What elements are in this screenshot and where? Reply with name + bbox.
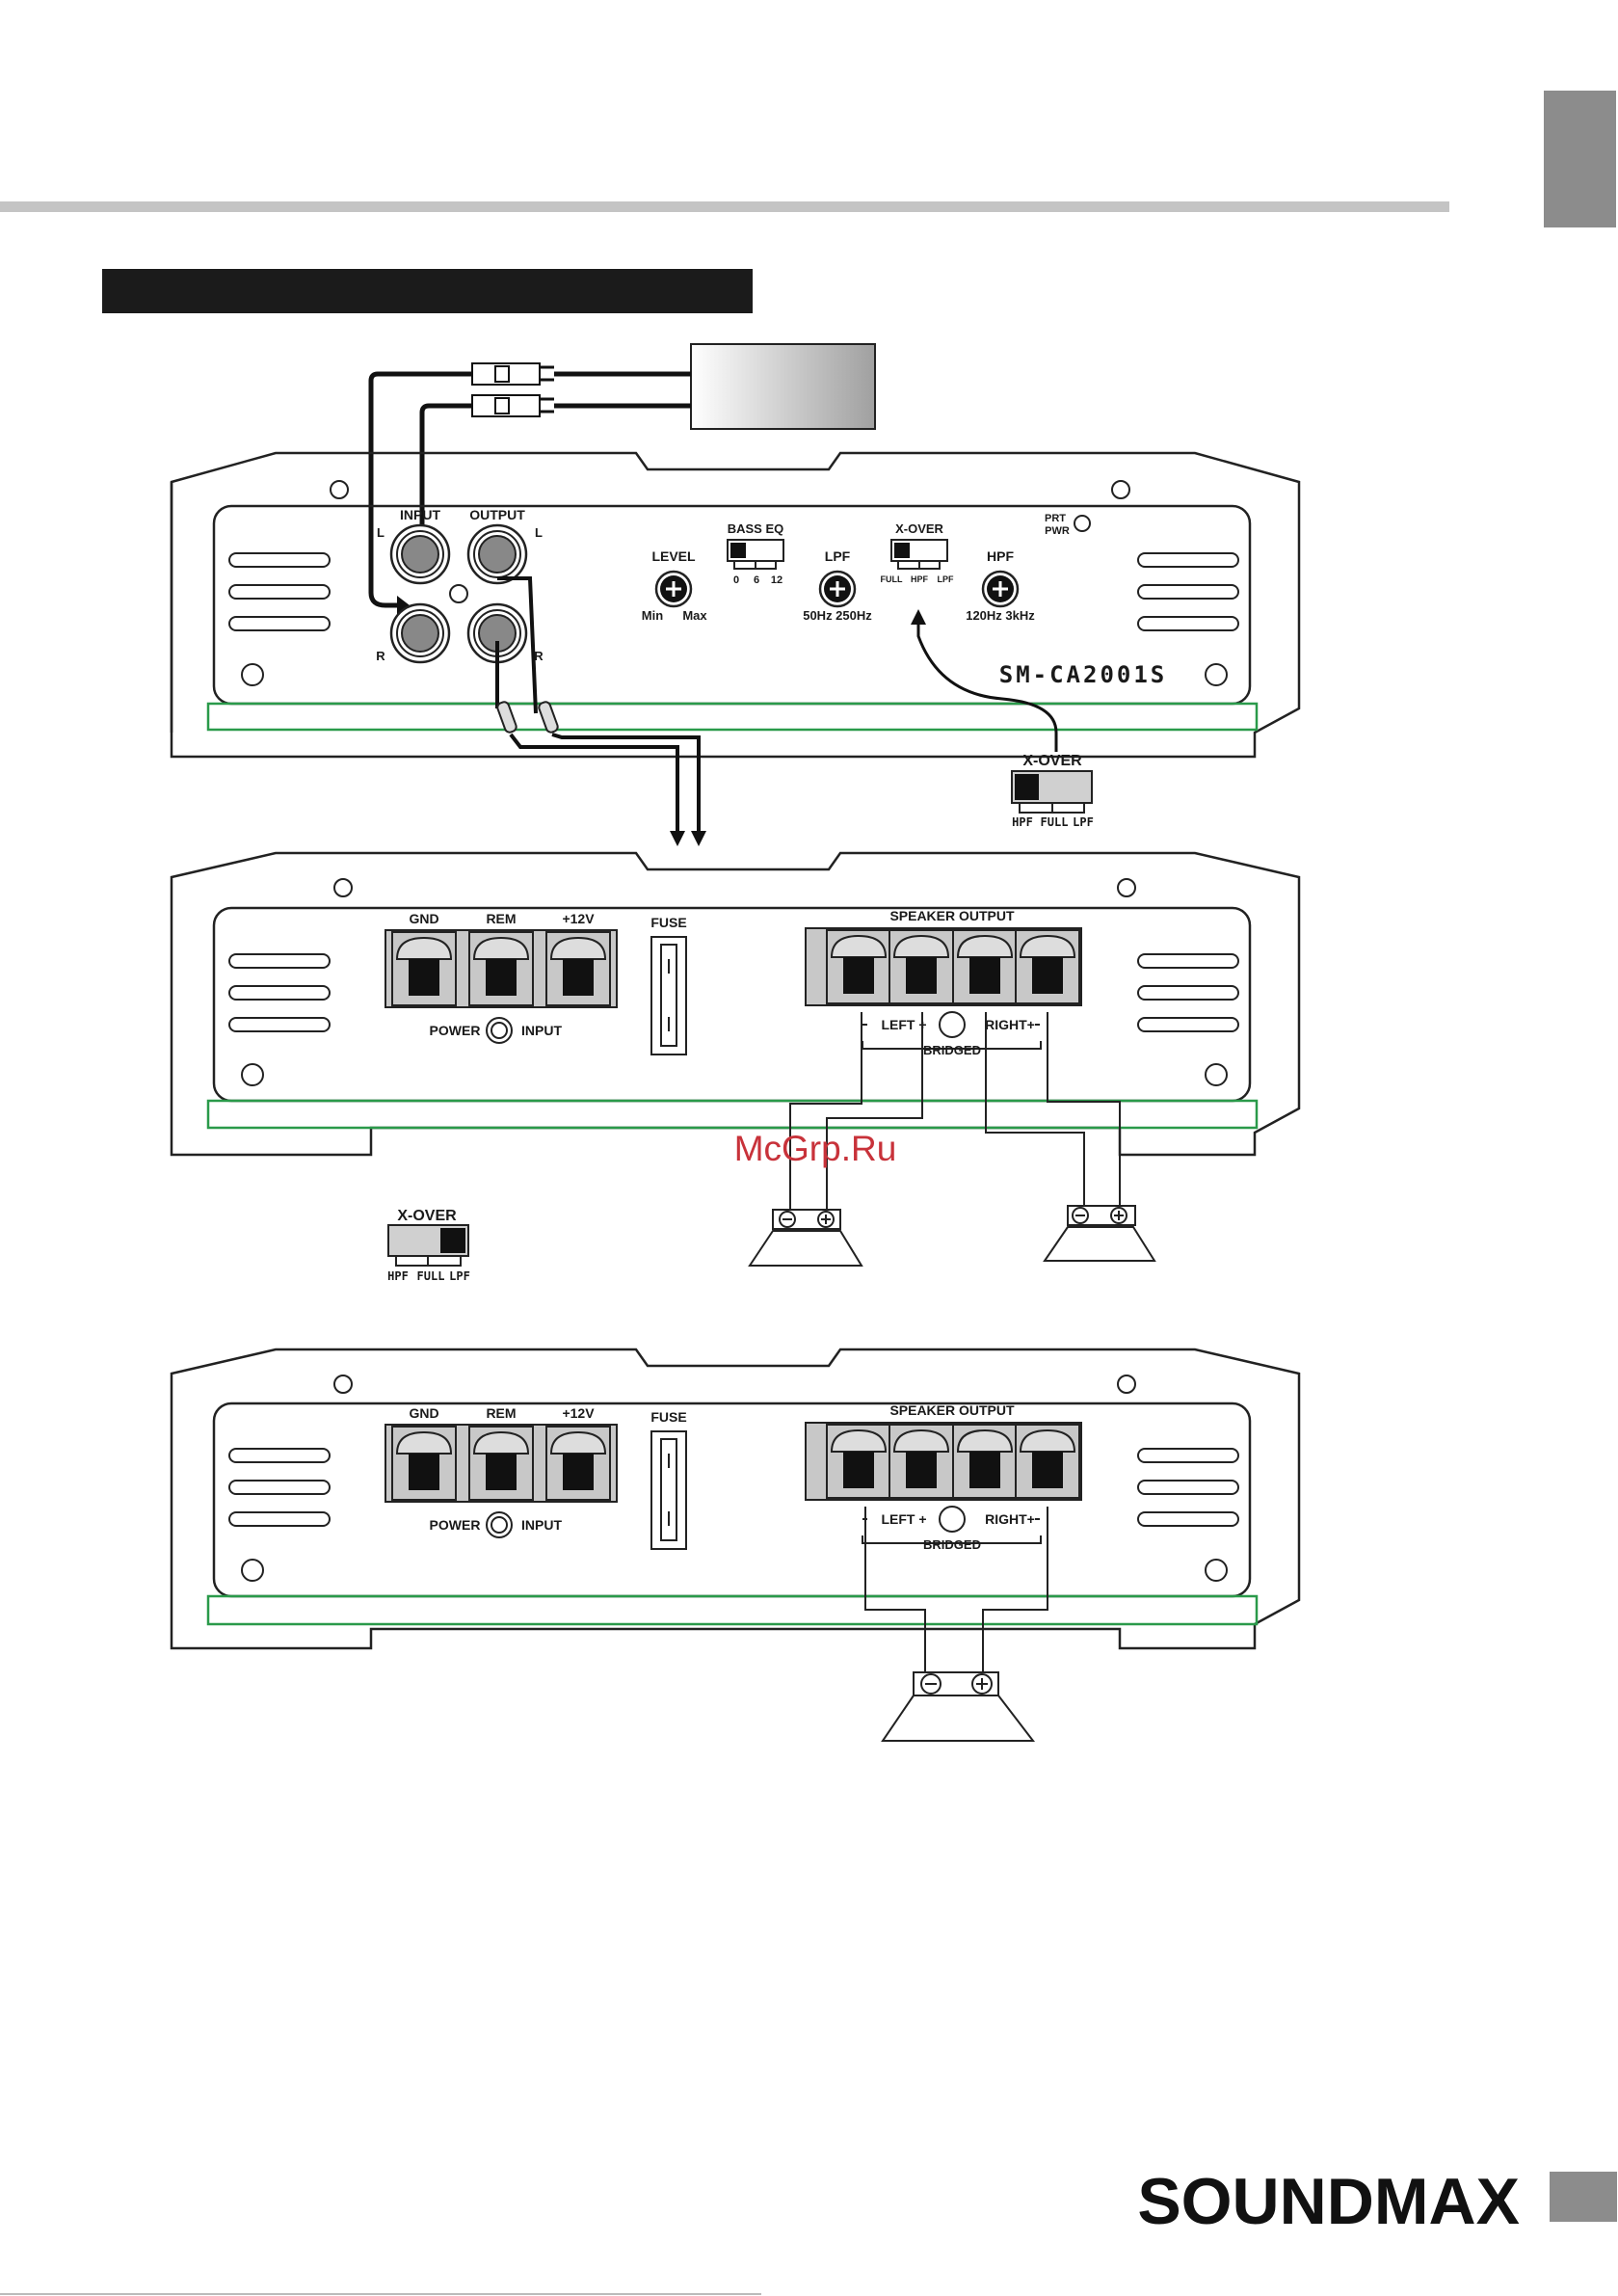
rca-plug-lower xyxy=(471,394,691,417)
mid-rem-label: REM xyxy=(486,911,516,926)
mid-bridged-label: BRIDGED xyxy=(923,1043,981,1057)
level-min: Min xyxy=(642,608,663,623)
jack-left-label-out: L xyxy=(535,525,543,540)
mid-12v-label: +12V xyxy=(562,911,595,926)
xover-callout-1-opt-lpf: LPF xyxy=(1073,815,1094,829)
mid-fuse-label: FUSE xyxy=(650,915,686,930)
speaker-wires-right xyxy=(985,1012,1121,1210)
speaker-bridged xyxy=(881,1671,1036,1742)
section-heading-bar xyxy=(102,269,753,313)
xover-mode-hpf: HPF xyxy=(911,574,929,584)
xover-callout-2: X-OVER HPF FULL LPF xyxy=(387,1208,470,1283)
speaker-left xyxy=(748,1209,863,1267)
bot-input-label: INPUT xyxy=(521,1517,562,1533)
brand-logo: SOUNDMAX xyxy=(1137,2165,1520,2238)
amp-middle-green-strip xyxy=(206,1099,1259,1130)
footer-tab xyxy=(1550,2172,1617,2222)
input-jack-right xyxy=(389,602,451,664)
jack-right-label-out: R xyxy=(534,649,544,663)
xover-pointer xyxy=(916,622,1058,752)
watermark: McGrp.Ru xyxy=(734,1129,897,1168)
bass-eq-value-0: 0 xyxy=(733,574,739,586)
mid-gnd-label: GND xyxy=(409,911,438,926)
corner-tab xyxy=(1544,91,1616,227)
amp-top-green-strip xyxy=(206,702,1259,732)
lpf-knob xyxy=(818,570,857,608)
lpf-range: 50Hz 250Hz xyxy=(803,608,872,623)
xover-callout-1-title: X-OVER xyxy=(1022,753,1082,769)
bot-right-label: RIGHT+ xyxy=(985,1511,1035,1527)
pwr-label: PWR xyxy=(1045,525,1070,537)
speaker-right xyxy=(1043,1205,1156,1262)
xover-callout-2-opt-hpf: HPF xyxy=(387,1269,409,1283)
mid-left-label: LEFT + xyxy=(881,1017,926,1032)
mid-power-label: POWER xyxy=(430,1023,481,1038)
jack-right-label-in: R xyxy=(376,649,385,663)
xover-callout-2-title: X-OVER xyxy=(397,1208,457,1224)
mid-input-label: INPUT xyxy=(521,1023,562,1038)
bot-power-label: POWER xyxy=(430,1517,481,1533)
output-label: OUTPUT xyxy=(469,507,525,522)
input-cable-left xyxy=(419,403,472,545)
xover-callout-1-opt-hpf: HPF xyxy=(1012,815,1033,829)
arrow-down-1 xyxy=(670,831,685,846)
arrow-down-2 xyxy=(691,831,706,846)
level-knob xyxy=(654,570,693,608)
xover-callout-2-opt-full: FULL xyxy=(417,1269,445,1283)
amp-top xyxy=(170,451,1301,759)
bot-bridged-label: BRIDGED xyxy=(923,1537,981,1552)
bot-12v-label: +12V xyxy=(562,1405,595,1421)
xover-callout-1-opt-full: FULL xyxy=(1041,815,1069,829)
amp-middle xyxy=(170,851,1301,1157)
prt-label: PRT xyxy=(1045,513,1066,524)
bot-rem-label: REM xyxy=(486,1405,516,1421)
output-rca-plugs xyxy=(496,701,559,734)
input-label: INPUT xyxy=(400,507,440,522)
amp-bottom-green-strip xyxy=(206,1594,1259,1626)
bass-eq-value-6: 6 xyxy=(754,574,759,586)
xover-mode-full: FULL xyxy=(881,574,903,584)
speaker-wires-left xyxy=(789,1012,923,1215)
bot-gnd-label: GND xyxy=(409,1405,438,1421)
output-jack-left xyxy=(466,523,528,585)
lpf-label: LPF xyxy=(825,548,851,564)
status-led xyxy=(1074,515,1091,532)
bass-eq-label: BASS EQ xyxy=(728,521,784,536)
amp-bottom xyxy=(170,1348,1301,1650)
mid-right-label: RIGHT+ xyxy=(985,1017,1035,1032)
jack-left-label-in: L xyxy=(377,525,385,540)
bridged-speaker-wires xyxy=(864,1507,1048,1672)
rca-plug-upper xyxy=(471,362,691,386)
bot-speaker-output-label: SPEAKER OUTPUT xyxy=(889,1402,1015,1418)
xover-callout-2-opt-lpf: LPF xyxy=(449,1269,470,1283)
level-label: LEVEL xyxy=(651,548,696,564)
hpf-knob xyxy=(981,570,1020,608)
model-name: SM-CA2001S xyxy=(999,661,1168,688)
bass-eq-value-12: 12 xyxy=(771,574,782,586)
xover-label-top: X-OVER xyxy=(895,521,943,536)
bot-fuse-label: FUSE xyxy=(650,1409,686,1425)
xover-mode-lpf: LPF xyxy=(938,574,955,584)
hpf-range: 120Hz 3kHz xyxy=(966,608,1035,623)
level-max: Max xyxy=(682,608,707,623)
source-unit xyxy=(690,343,876,430)
output-cable-left xyxy=(497,576,538,714)
top-rule xyxy=(0,201,1449,212)
input-cable-right xyxy=(368,371,472,608)
mid-speaker-output-label: SPEAKER OUTPUT xyxy=(889,908,1015,923)
input-jack-left xyxy=(389,523,451,585)
hpf-label: HPF xyxy=(987,548,1014,564)
xover-callout-1: X-OVER HPF FULL LPF xyxy=(1011,753,1094,829)
bot-left-label: LEFT + xyxy=(881,1511,926,1527)
